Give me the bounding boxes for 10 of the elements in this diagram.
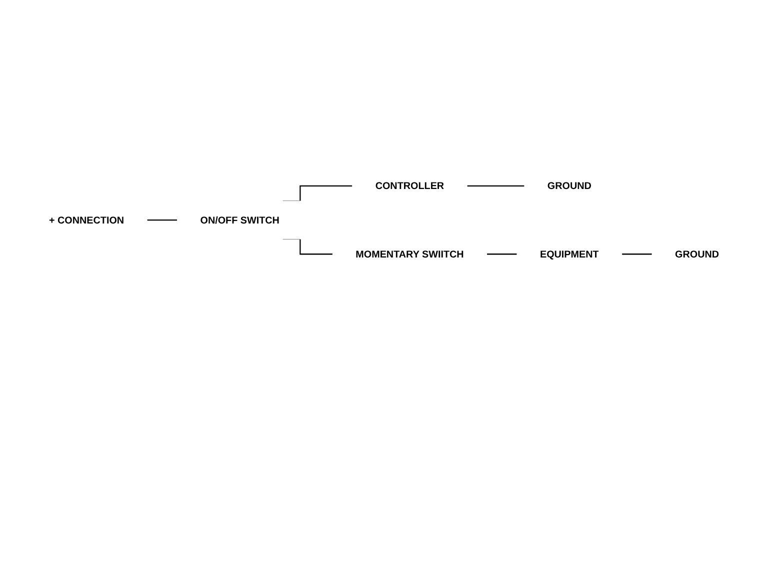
connector [466,185,525,186]
node-text: GROUND [547,180,592,192]
node-text: GROUND [675,248,720,260]
connector [146,219,178,221]
node-text: + CONNECTION [48,214,124,226]
connector [622,254,652,255]
node-text: EQUIPMENT [540,248,599,260]
node-text: MOMENTARY SWIITCH [356,248,464,260]
connector [486,254,518,255]
node-text: CONTROLLER [375,180,444,192]
